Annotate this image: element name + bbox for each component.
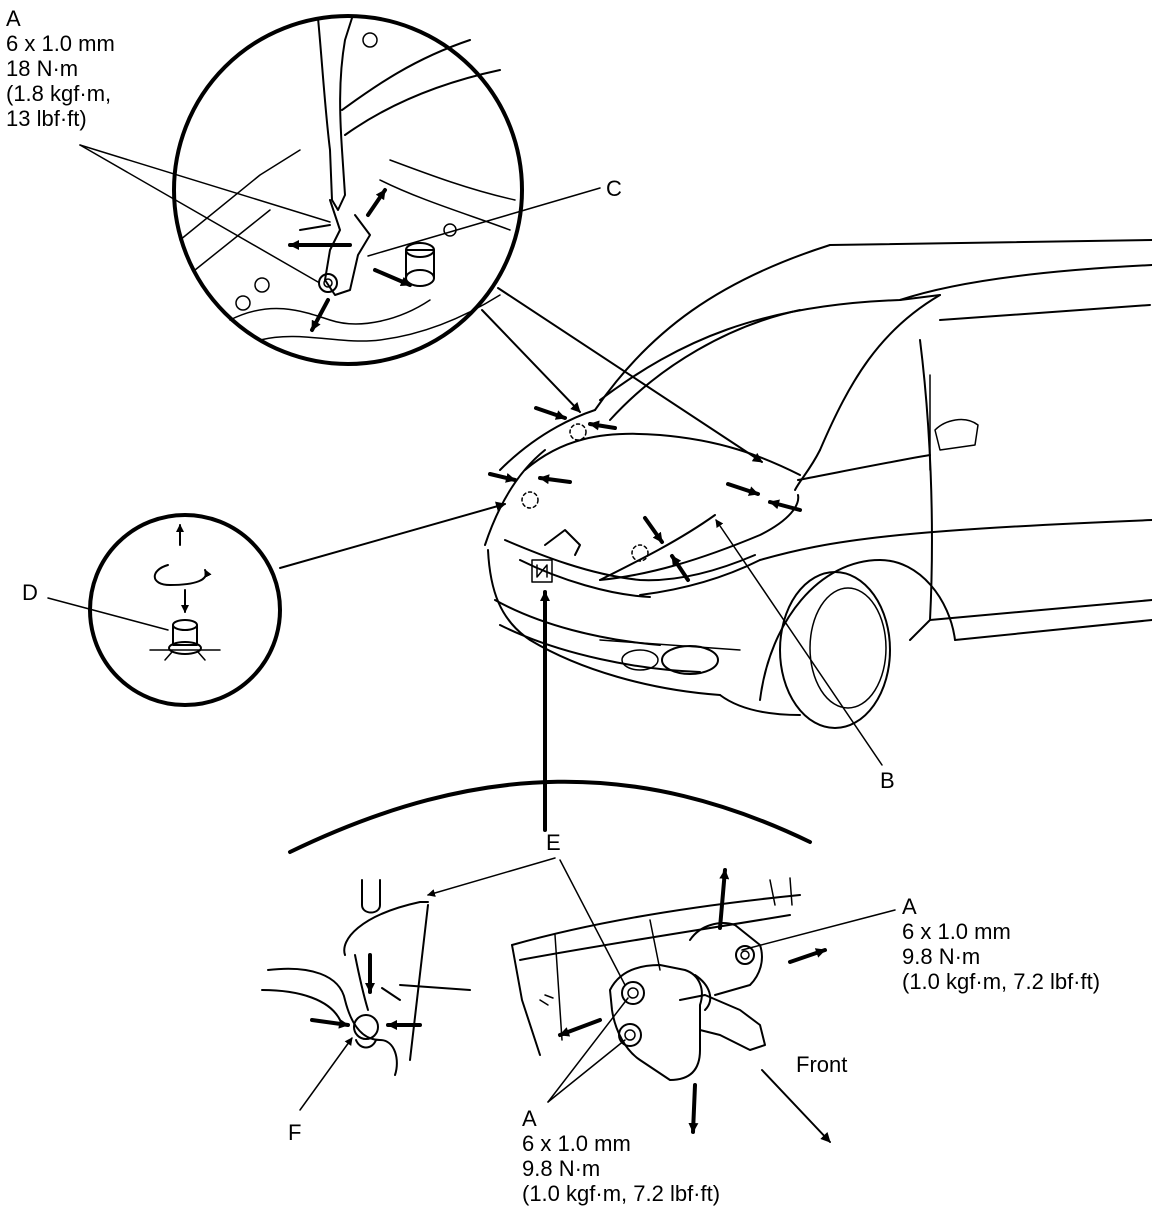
spec-top-line-1: 6 x 1.0 mm [6,31,115,56]
front-direction-arrow [761,1069,831,1143]
spec-top-line-2: 18 N·m [6,56,79,81]
hood-latch-detail [511,868,827,1134]
callout-a-bottom: A [522,1106,537,1131]
spec-right-line-1: 6 x 1.0 mm [902,919,1011,944]
callout-b: B [880,768,895,793]
hinge-detail-circle [172,14,524,366]
callout-d: D [22,580,38,605]
callout-e: E [546,830,561,855]
spec-bottom-line-3: (1.0 kgf·m, 7.2 lbf·ft) [522,1181,721,1206]
hood-alignment-arrows [488,406,802,582]
callout-f: F [288,1120,302,1145]
front-label: Front [796,1052,848,1077]
striker-detail [261,879,471,1076]
callout-c: C [606,176,622,201]
hood-bumper-detail-circle [88,513,282,707]
spec-right-line-2: 9.8 N·m [902,944,981,969]
spec-top-line-3: (1.8 kgf·m, [6,81,112,106]
latch-detail-arc [288,779,812,854]
spec-right-line-3: (1.0 kgf·m, 7.2 lbf·ft) [902,969,1101,994]
callout-a-right: A [902,894,917,919]
spec-top-line-4: 13 lbf·ft) [6,106,87,131]
spec-bottom-line-2: 9.8 N·m [522,1156,601,1181]
spec-bottom-line-1: 6 x 1.0 mm [522,1131,631,1156]
car-body [484,239,1152,729]
callout-a-top: A [6,6,21,31]
